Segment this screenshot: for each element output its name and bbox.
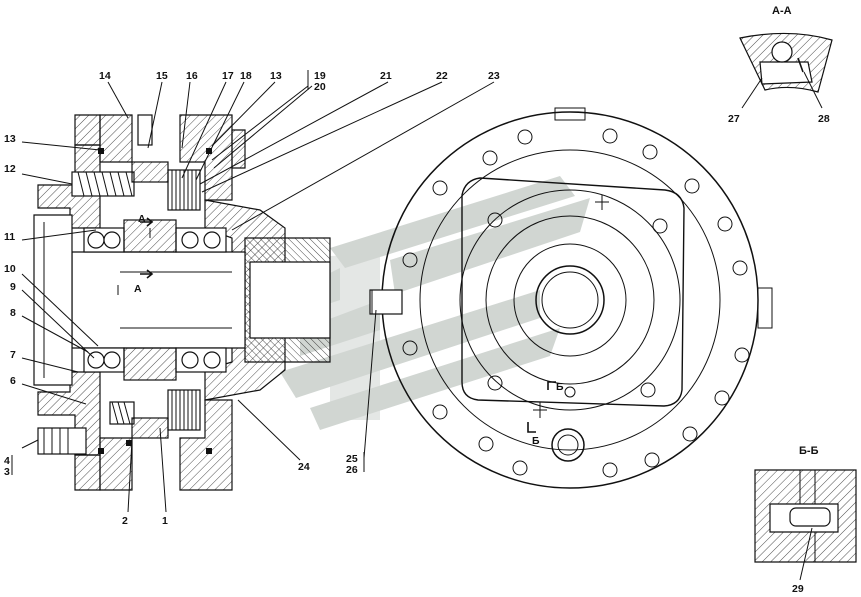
callout-9: 9 xyxy=(10,281,16,293)
section-title-a-a: А-А xyxy=(772,5,792,17)
inner-bolt-holes xyxy=(487,212,668,398)
cut-mark-b-bottom: Б xyxy=(532,435,540,447)
callout-24: 24 xyxy=(298,461,310,473)
spring-bottom xyxy=(109,401,135,425)
callout-29: 29 xyxy=(792,583,804,595)
disc-pack-top xyxy=(167,169,201,211)
cut-mark-a-bottom: А xyxy=(134,283,142,295)
callout-28: 28 xyxy=(818,113,830,125)
callout-23: 23 xyxy=(488,70,500,82)
callout-17: 17 xyxy=(222,70,234,82)
callout-3: 3 xyxy=(4,466,10,478)
section-a-a xyxy=(739,32,833,93)
callout-13-left: 13 xyxy=(4,133,16,145)
callout-11: 11 xyxy=(4,231,15,243)
cut-mark-b-top: Б xyxy=(556,381,564,393)
section-b-b xyxy=(754,469,857,563)
sectional-view xyxy=(33,114,331,491)
callout-14: 14 xyxy=(99,70,111,82)
callout-2: 2 xyxy=(122,515,128,527)
spring-top xyxy=(71,171,135,197)
callout-26: 26 xyxy=(346,464,358,476)
callout-4: 4 xyxy=(4,455,10,467)
callout-18: 18 xyxy=(240,70,252,82)
callout-15: 15 xyxy=(156,70,168,82)
leader-lines xyxy=(11,70,823,581)
callout-12: 12 xyxy=(4,163,16,175)
front-view xyxy=(369,107,773,489)
disc-pack-bottom xyxy=(167,389,201,431)
callout-20: 20 xyxy=(314,81,326,93)
callout-7: 7 xyxy=(10,349,16,361)
callout-10: 10 xyxy=(4,263,16,275)
outer-bolt-holes xyxy=(402,128,750,478)
callout-6: 6 xyxy=(10,375,16,387)
callout-19: 19 xyxy=(314,70,326,82)
callout-27: 27 xyxy=(728,113,740,125)
callout-25: 25 xyxy=(346,453,358,465)
callout-13-top: 13 xyxy=(270,70,282,82)
callout-21: 21 xyxy=(380,70,392,82)
callout-16: 16 xyxy=(186,70,198,82)
callout-1: 1 xyxy=(162,515,168,527)
section-title-b-b: Б-Б xyxy=(799,445,819,457)
callout-8: 8 xyxy=(10,307,16,319)
callout-22: 22 xyxy=(436,70,448,82)
callout-labels: А-А Б-Б А А Б Б 14 15 16 17 18 13 19 20 … xyxy=(4,5,830,595)
cut-mark-a-top: А xyxy=(138,213,146,225)
